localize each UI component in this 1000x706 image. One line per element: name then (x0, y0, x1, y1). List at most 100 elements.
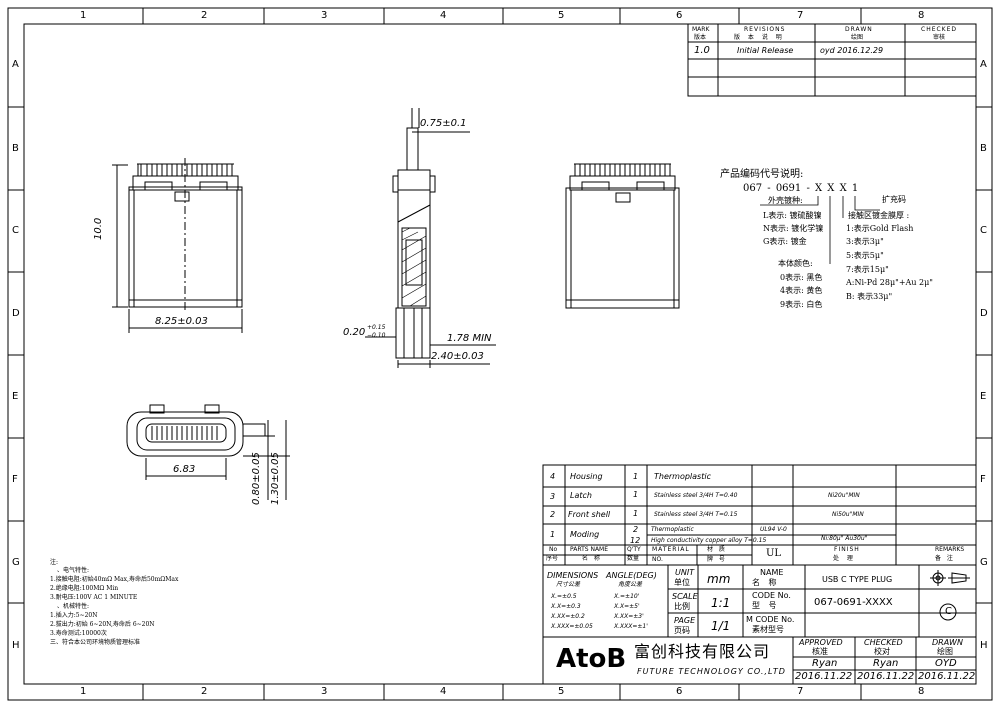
tb-checked-date: 2016.11.22 (857, 671, 915, 682)
bom-extra: UL94 V-0 (760, 526, 787, 533)
color-option: 0表示: 黑色 (780, 273, 823, 282)
col-label: 4 (440, 686, 447, 697)
bom-h-grade-cn: 牌 号 (707, 556, 727, 563)
body-color-title: 本体颜色: (778, 259, 813, 268)
bom-material: Thermoplastic (651, 526, 694, 533)
code-ext-label: 扩充码 (882, 195, 906, 204)
bom-no: 2 (550, 510, 556, 519)
dim-tolerance-minus: −0.10 (367, 332, 386, 339)
tb-checked-by: Ryan (873, 658, 899, 669)
bom-h-part-cn: 名 称 (582, 555, 602, 562)
row-label: D (12, 308, 20, 319)
tb-drawn-cn: 绘图 (937, 647, 953, 656)
col-label: 7 (797, 686, 804, 697)
row-label: H (980, 640, 988, 651)
bom-material: Stainless steel 3/4H T=0.40 (654, 492, 738, 499)
rev-header-mark: MARK (692, 26, 710, 33)
company-name-en: FUTURE TECHNOLOGY CO.,LTD (637, 667, 786, 676)
dim-h2: 1.30±0.05 (270, 452, 281, 505)
bom-h-remarks: REMARKS (935, 546, 965, 553)
tb-code: CODE No. (752, 591, 791, 600)
note-line: 三、符合本公司环境物质管理标准 (50, 639, 141, 646)
dim-width: 8.25±0.03 (155, 316, 208, 327)
bom-h-grade: NO. (652, 556, 663, 563)
tb-checked: CHECKED (864, 638, 903, 647)
bom-qty: 2 (633, 525, 639, 534)
company-name-cn: 富创科技有限公司 (634, 642, 771, 661)
contact-plating-title: 接触区镀金膜厚 : (848, 211, 910, 220)
row-label: A (12, 59, 19, 70)
note-line: 注: (50, 559, 59, 566)
bom-finish: Ni:80μ" Au30u" (821, 535, 868, 542)
tb-unit-value: mm (707, 572, 731, 586)
dim-tolerance-plus: +0.15 (367, 324, 386, 331)
tb-page-cn: 页码 (674, 626, 690, 635)
col-label: 1 (80, 10, 87, 21)
note-line: 2.拔出力:初始 6~20N,寿命后 6~20N (50, 621, 155, 628)
bom-h-no: No (549, 546, 558, 553)
dim-bottom-width: 6.83 (173, 464, 196, 475)
row-label: B (12, 143, 19, 154)
col-label: 5 (558, 686, 565, 697)
bom-finish: Ni50u"MIN (832, 511, 864, 518)
col-label: 3 (321, 10, 328, 21)
tb-tol: X.X=±0.3 (551, 603, 581, 610)
row-label: F (980, 474, 986, 485)
rev-header-checked: CHECKED (921, 26, 958, 33)
bom-part: Latch (570, 491, 592, 500)
company-logo: AtoB (556, 644, 627, 674)
note-line: 、电气特性: (57, 567, 90, 574)
tb-approved-date: 2016.11.22 (795, 671, 853, 682)
tb-mcode: M CODE No. (746, 615, 795, 624)
row-label: A (980, 59, 987, 70)
contact-option: 3:表示3μ" (846, 237, 884, 246)
rev-description: Initial Release (737, 46, 794, 55)
dim-depth: 2.40±0.03 (431, 351, 484, 362)
bom-qty: 1 (633, 472, 639, 481)
tb-angle: ANGLE(DEG) (606, 571, 657, 580)
note-line: 、机械特性: (57, 603, 90, 610)
note-line: 1.接触电阻:初始40mΩ Max,寿命后50mΩMax (50, 576, 179, 583)
col-label: 4 (440, 10, 447, 21)
tb-name: NAME (760, 568, 784, 577)
tb-mcode-cn: 素材型号 (752, 625, 784, 634)
tb-name-cn: 名 称 (752, 578, 780, 587)
code-pattern: 067 - 0691 - X X X 1 (743, 183, 859, 194)
bom-h-ul: UL (766, 548, 782, 559)
contact-option: 5:表示5μ" (846, 251, 884, 260)
tb-approved-cn: 核准 (812, 647, 828, 656)
rev-header-revisions-cn: 版 本 说 明 (734, 34, 785, 41)
bom-qty: 12 (630, 536, 641, 545)
tb-code-value: 067-0691-XXXX (814, 597, 893, 608)
tb-approved: APPROVED (799, 638, 843, 647)
rev-header-drawn-cn: 绘图 (851, 34, 864, 41)
dim-thickness: 0.75±0.1 (420, 118, 467, 129)
tb-scale-cn: 比例 (674, 602, 690, 611)
rev-header-checked-cn: 审核 (933, 34, 946, 41)
tb-unit: UNIT (675, 568, 695, 577)
tb-page-value: 1/1 (711, 619, 731, 633)
tb-scale: SCALE (672, 592, 698, 601)
dim-h1: 0.80±0.05 (251, 452, 262, 505)
bom-material: Thermoplastic (654, 472, 711, 481)
shell-option: L表示: 镀硫酸镍 (763, 211, 822, 220)
contact-option: B: 表示33μ" (846, 292, 893, 301)
contact-option: 1:表示Gold Flash (846, 224, 914, 233)
rev-mark-value: 1.0 (694, 45, 710, 56)
bom-h-qty-cn: 数量 (627, 555, 640, 562)
tb-checked-cn: 校对 (874, 647, 890, 656)
tb-dimensions-cn: 尺寸公差 (556, 581, 581, 588)
bom-material: Stainless steel 3/4H T=0.15 (654, 511, 738, 518)
col-label: 3 (321, 686, 328, 697)
bom-h-qty: Q'TY (627, 546, 641, 553)
contact-option: A:Ni-Pd 28μ"+Au 2μ" (846, 278, 933, 287)
bom-finish: Ni20u"MIN (828, 492, 860, 499)
tb-code-cn: 型 号 (752, 601, 780, 610)
dim-min-length: 1.78 MIN (447, 333, 492, 344)
tb-tol: X.XXX=±0.05 (551, 623, 593, 630)
row-label: E (980, 391, 987, 402)
col-label: 5 (558, 10, 565, 21)
row-label: H (12, 640, 20, 651)
bom-part: Housing (570, 472, 603, 481)
